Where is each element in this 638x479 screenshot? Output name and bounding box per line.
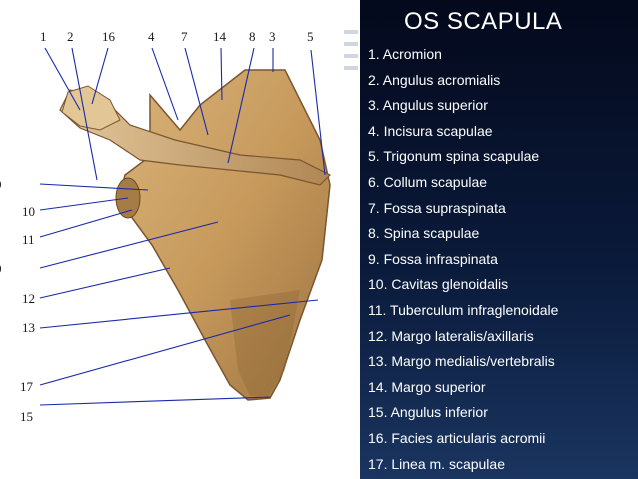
legend-item: 14. Margo superior	[368, 378, 486, 395]
legend-item: 17. Linea m. scapulae	[368, 455, 505, 472]
legend-item: 8. Spina scapulae	[368, 225, 480, 242]
legend-item: 9. Fossa infraspinata	[368, 250, 498, 267]
decorative-bars	[344, 30, 358, 90]
legend-item: 5. Trigonum spina scapulae	[368, 148, 540, 165]
label-number-13: 13	[22, 320, 35, 335]
label-number-2: 2	[67, 29, 74, 44]
label-number-4: 4	[148, 29, 155, 44]
lower-shading	[230, 290, 300, 396]
label-number-10: 10	[22, 204, 35, 219]
illustration-panel: 1 2 16 4 7 14 8 3 5 9 10 11 0 12 13 17 1…	[0, 29, 332, 424]
legend-item: 7. Fossa supraspinata	[368, 199, 506, 216]
legend-list: 1. Acromion 2. Angulus acromialis 3. Ang…	[368, 42, 636, 477]
legend-item: 13. Margo medialis/vertebralis	[368, 353, 555, 370]
legend-item: 4. Incisura scapulae	[368, 122, 493, 139]
label-number-3: 3	[269, 29, 276, 44]
label-number-16: 16	[102, 29, 115, 44]
label-number-14: 14	[213, 29, 226, 44]
label-number-12: 12	[22, 291, 35, 306]
legend-item: 12. Margo lateralis/axillaris	[368, 327, 534, 344]
label-number-7: 7	[181, 29, 188, 44]
label-number-8: 8	[249, 29, 256, 44]
slide-title: OS SCAPULA	[404, 8, 563, 35]
label-number-0: 0	[0, 262, 2, 276]
legend-item: 6. Collum scapulae	[368, 173, 488, 190]
legend-item: 10. Cavitas glenoidalis	[368, 276, 509, 293]
scapula-body	[119, 69, 331, 401]
label-number-17: 17	[20, 379, 33, 394]
legend-item: 15. Angulus inferior	[368, 404, 488, 421]
label-number-9: 9	[0, 178, 2, 192]
label-number-11: 11	[22, 232, 35, 247]
legend-item: 11. Tuberculum infraglenoidale	[368, 301, 559, 318]
legend-item: 2. Angulus acromialis	[368, 71, 501, 88]
legend-item: 3. Angulus superior	[368, 97, 488, 114]
label-number-1: 1	[40, 29, 47, 44]
label-number-5: 5	[307, 29, 314, 44]
acromion-region	[61, 85, 121, 131]
legend-item: 16. Facies articularis acromii	[368, 429, 546, 446]
legend-item: 1. Acromion	[368, 46, 442, 62]
scapula-illustration	[39, 47, 332, 406]
label-number-15: 15	[20, 409, 33, 424]
pointer-lines	[39, 47, 326, 406]
